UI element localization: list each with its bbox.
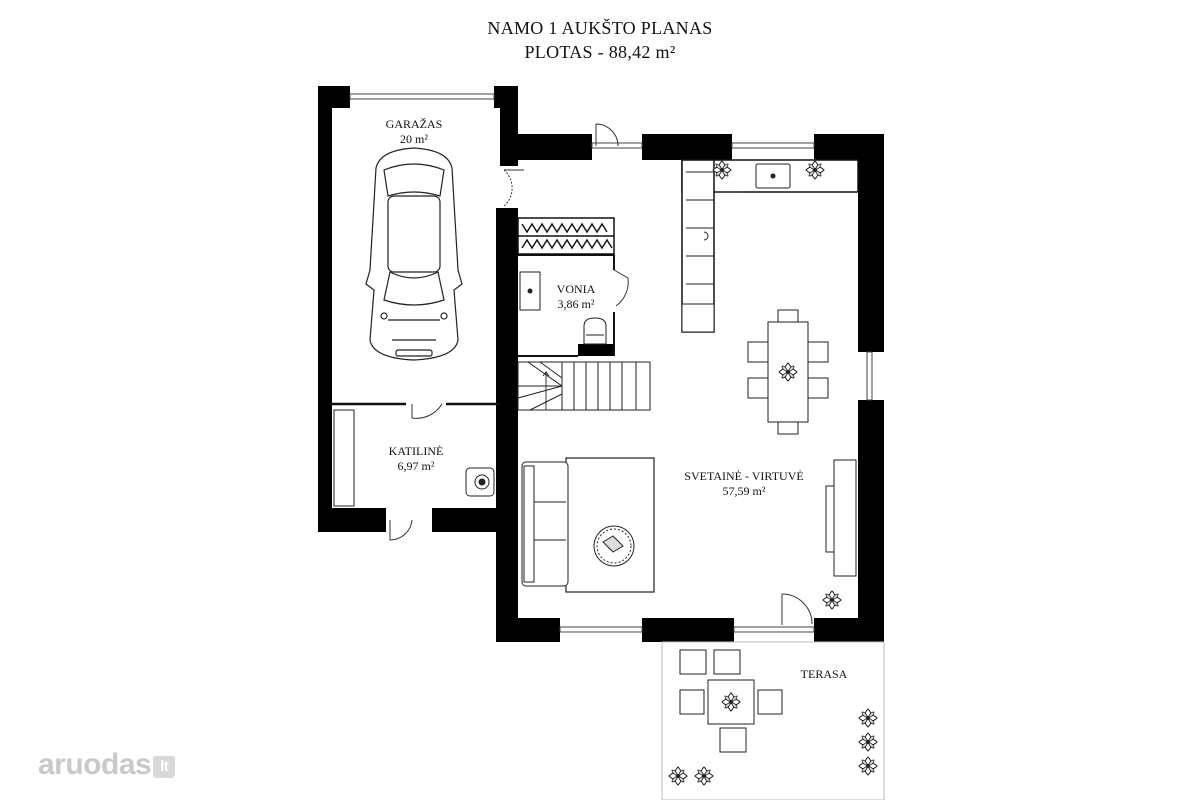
room-area: 20 m² bbox=[400, 132, 428, 146]
stairs bbox=[517, 361, 651, 411]
living-plant-icon bbox=[822, 590, 842, 610]
room-area: 6,97 m² bbox=[397, 459, 435, 473]
terrace bbox=[661, 641, 885, 800]
table-flower-icon bbox=[778, 362, 798, 382]
plan-title: NAMO 1 AUKŠTO PLANAS bbox=[487, 18, 713, 38]
terrace-furniture bbox=[679, 649, 783, 753]
logo-suffix: lt bbox=[153, 756, 176, 778]
partitions bbox=[332, 254, 615, 406]
terrace-plant-icon bbox=[668, 766, 688, 786]
living-room-furniture bbox=[521, 457, 857, 593]
terrace-plant-icon bbox=[694, 766, 714, 786]
boiler-room-fixtures bbox=[333, 409, 495, 507]
dining-table bbox=[747, 309, 829, 435]
plan-area: PLOTAS - 88,42 m² bbox=[524, 42, 676, 62]
room-label-terasa: TERASA bbox=[784, 667, 864, 682]
room-name: VONIA bbox=[556, 282, 596, 296]
terrace-table-flower-icon bbox=[721, 692, 741, 712]
room-area: 3,86 m² bbox=[557, 297, 595, 311]
room-name: GARAŽAS bbox=[385, 117, 443, 131]
windows bbox=[349, 93, 873, 633]
room-label-vonia: VONIA 3,86 m² bbox=[536, 282, 616, 312]
room-name: TERASA bbox=[800, 667, 848, 681]
terrace-plant-icon bbox=[858, 708, 878, 728]
doors bbox=[389, 123, 813, 625]
walls bbox=[318, 86, 884, 642]
room-label-katiline: KATILINĖ 6,97 m² bbox=[366, 444, 466, 474]
room-name: KATILINĖ bbox=[388, 444, 444, 458]
kitchen-plant-icon bbox=[805, 160, 825, 180]
room-label-svetaine: SVETAINĖ - VIRTUVĖ 57,59 m² bbox=[664, 469, 824, 499]
terrace-plant-icon bbox=[858, 732, 878, 752]
wardrobe bbox=[517, 217, 615, 255]
room-name: SVETAINĖ - VIRTUVĖ bbox=[684, 469, 804, 483]
kitchen-plant-icon bbox=[712, 160, 732, 180]
terrace-plant-icon bbox=[858, 756, 878, 776]
logo-brand: aruodas bbox=[38, 748, 152, 781]
room-area: 57,59 m² bbox=[722, 484, 766, 498]
room-label-garazas: GARAŽAS 20 m² bbox=[364, 117, 464, 147]
car-icon bbox=[365, 147, 463, 361]
bathroom-fixtures bbox=[519, 271, 607, 345]
kitchen-counter bbox=[681, 159, 859, 333]
